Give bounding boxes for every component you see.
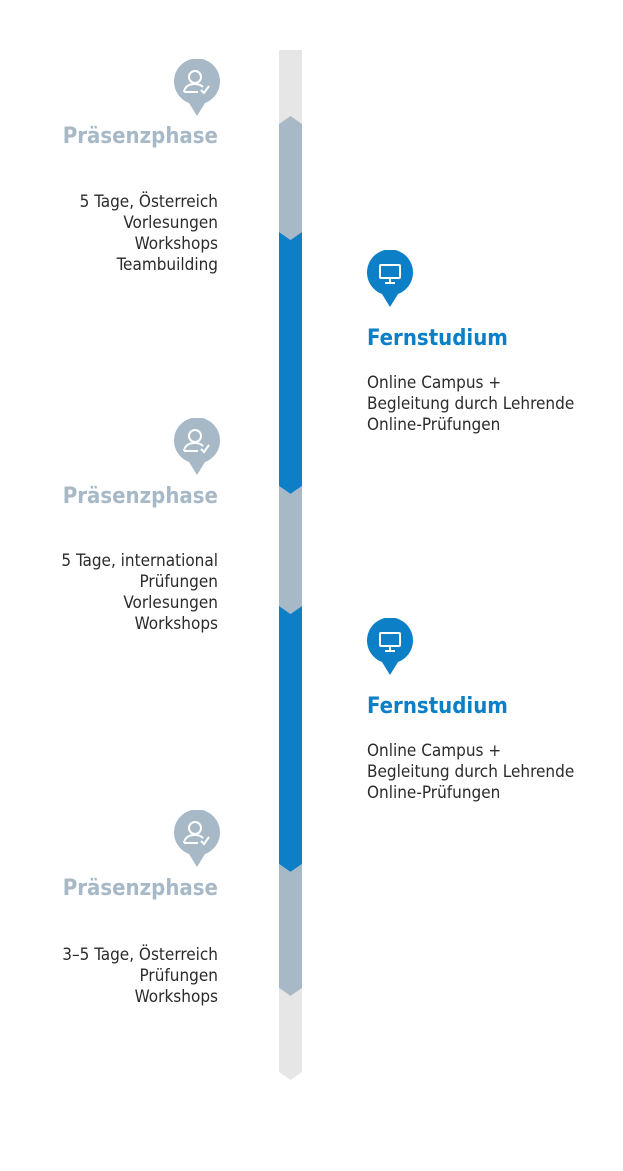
phase-detail-line: Prüfungen [139,572,219,592]
phase-detail-line: Online-Prüfungen [367,783,501,803]
phase-detail-line: Online-Prüfungen [367,415,501,435]
phase-detail-line: Teambuilding [116,255,218,275]
phase-detail-line: Workshops [134,614,218,634]
phase-detail-line: Prüfungen [139,966,219,986]
timeline-segment-start [279,50,302,124]
phase-title: Fernstudium [367,326,508,351]
person-check-icon [173,810,221,868]
phase-details: Online Campus + Begleitung durch Lehrend… [367,373,574,436]
timeline-segment-end [279,988,302,1080]
timeline-segment-distance-2 [279,606,302,872]
phase-detail-line: 3–5 Tage, Österreich [62,945,218,965]
monitor-icon [366,618,414,676]
monitor-icon [366,250,414,308]
phase-title: Fernstudium [367,694,508,719]
timeline-segment-presence-1 [279,116,302,240]
phase-detail-line: 5 Tage, Österreich [79,192,218,212]
person-check-icon [173,59,221,117]
timeline-segment-distance-1 [279,232,302,494]
phase-title: Präsenzphase [62,484,218,509]
phase-details: 5 Tage, international Prüfungen Vorlesun… [61,551,218,635]
phase-title: Präsenzphase [62,876,218,901]
phase-detail-line: Vorlesungen [123,593,218,613]
phase-title: Präsenzphase [62,124,218,149]
person-check-icon [173,418,221,476]
timeline-segment-presence-2 [279,486,302,614]
phase-details: 5 Tage, Österreich Vorlesungen Workshops… [80,192,218,276]
phase-detail-line: Begleitung durch Lehrende [367,762,575,782]
phase-details: 3–5 Tage, Österreich Prüfungen Workshops [62,945,218,1008]
phase-detail-line: Vorlesungen [123,213,218,233]
phase-detail-line: Online Campus + [367,741,502,761]
phase-detail-line: Online Campus + [367,373,502,393]
phase-details: Online Campus + Begleitung durch Lehrend… [367,741,574,804]
timeline-segment-presence-3 [279,864,302,996]
phase-detail-line: Begleitung durch Lehrende [367,394,575,414]
phase-detail-line: Workshops [134,234,218,254]
phase-detail-line: Workshops [134,987,218,1007]
phase-detail-line: 5 Tage, international [61,551,218,571]
